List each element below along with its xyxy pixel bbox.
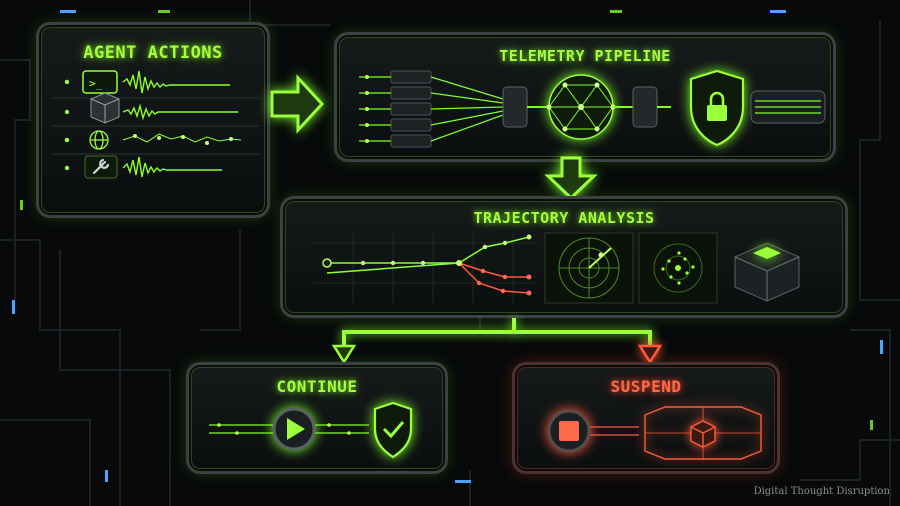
play-icon: [272, 407, 316, 451]
trajectory-analysis-graphic: [313, 232, 800, 304]
watermark: Digital Thought Disruption: [753, 486, 890, 497]
terminal-icon: >_: [82, 70, 118, 94]
agent-actions-rows: >_: [53, 70, 259, 179]
globe-icon: [89, 130, 109, 150]
agent-actions-title: AGENT ACTIONS: [83, 43, 223, 63]
continue-title: CONTINUE: [276, 377, 358, 396]
telemetry-pipeline-title: TELEMETRY PIPELINE: [499, 47, 671, 65]
shield-lock-icon: [689, 69, 745, 147]
agent-actions-panel: AGENT ACTIONS >_: [36, 22, 270, 218]
continue-graphic: [209, 401, 413, 459]
radar-icon: [558, 237, 620, 299]
containment-box-icon: [644, 406, 762, 460]
trajectory-analysis-panel: TRAJECTORY ANALYSIS: [280, 196, 848, 318]
cube-icon: [90, 92, 120, 124]
scatter-target-icon: [653, 243, 703, 293]
trajectory-analysis-title: TRAJECTORY ANALYSIS: [473, 209, 655, 227]
processor-cube-icon: [734, 242, 800, 302]
suspend-panel: SUSPEND: [512, 362, 780, 474]
continue-panel: CONTINUE: [186, 362, 448, 474]
shield-check-icon: [373, 401, 413, 459]
suspend-graphic: [547, 406, 762, 460]
stop-icon: [547, 409, 591, 453]
wrench-icon: [84, 155, 118, 179]
svg-text:>_: >_: [89, 77, 103, 90]
suspend-title: SUSPEND: [610, 377, 682, 396]
telemetry-pipeline-panel: TELEMETRY PIPELINE: [334, 32, 836, 162]
telemetry-pipeline-graphic: [359, 69, 826, 148]
